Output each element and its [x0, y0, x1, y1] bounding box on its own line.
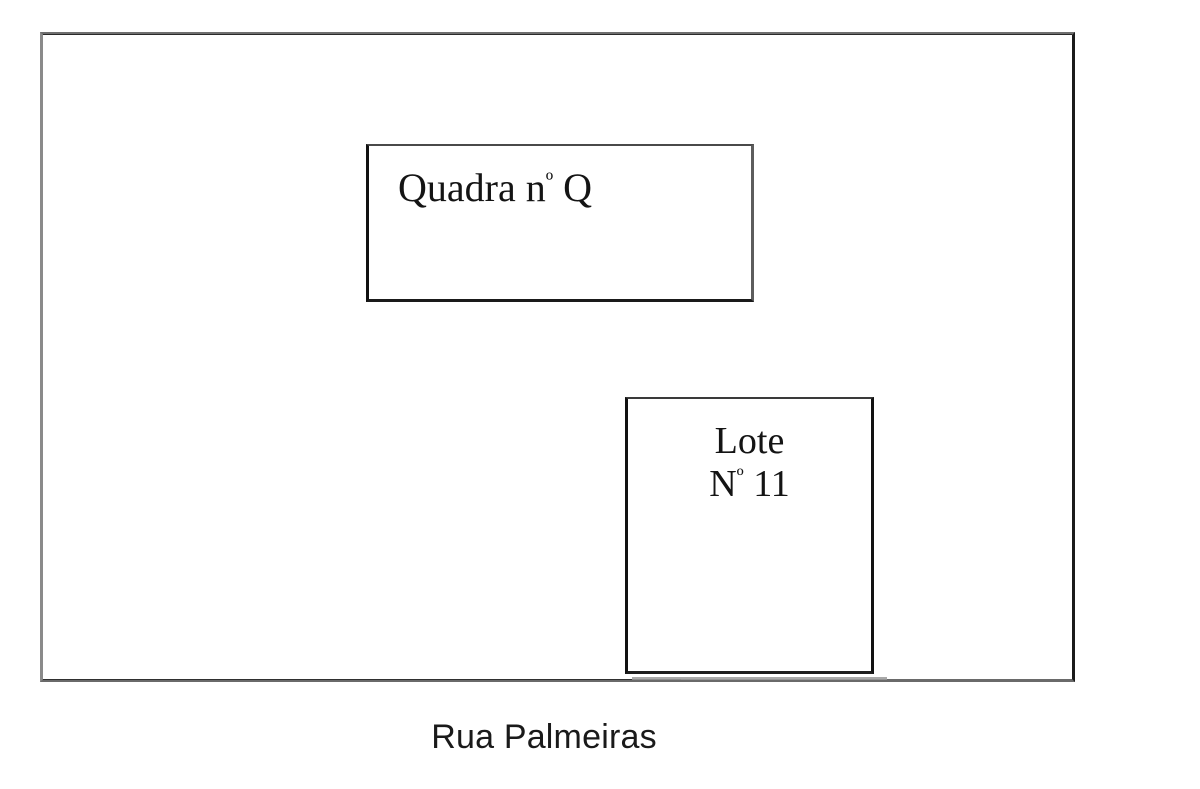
lote-identifier: 11 — [753, 462, 790, 505]
quadra-label: Quadra nº Q — [398, 165, 593, 211]
quadra-ordinal-mark: º — [545, 168, 554, 195]
lote-label-line2: Nº 11 — [625, 463, 874, 506]
lote-ordinal-abbrev: N — [709, 462, 737, 505]
street-caption: Rua Palmeiras — [0, 718, 1200, 757]
quadra-identifier: Q — [563, 165, 593, 210]
quadra-ordinal-abbrev: n — [525, 165, 546, 210]
quadra-area-box — [366, 144, 754, 302]
street-name-label: Rua Palmeiras — [431, 718, 657, 756]
lote-label-line1: Lote — [714, 420, 785, 462]
lote-label: Lote Nº 11 — [625, 420, 874, 505]
outer-block-boundary — [40, 32, 1075, 682]
quadra-label-prefix: Quadra — [398, 165, 516, 210]
lote-ordinal-mark: º — [736, 463, 744, 489]
lote-area-box — [625, 397, 887, 680]
